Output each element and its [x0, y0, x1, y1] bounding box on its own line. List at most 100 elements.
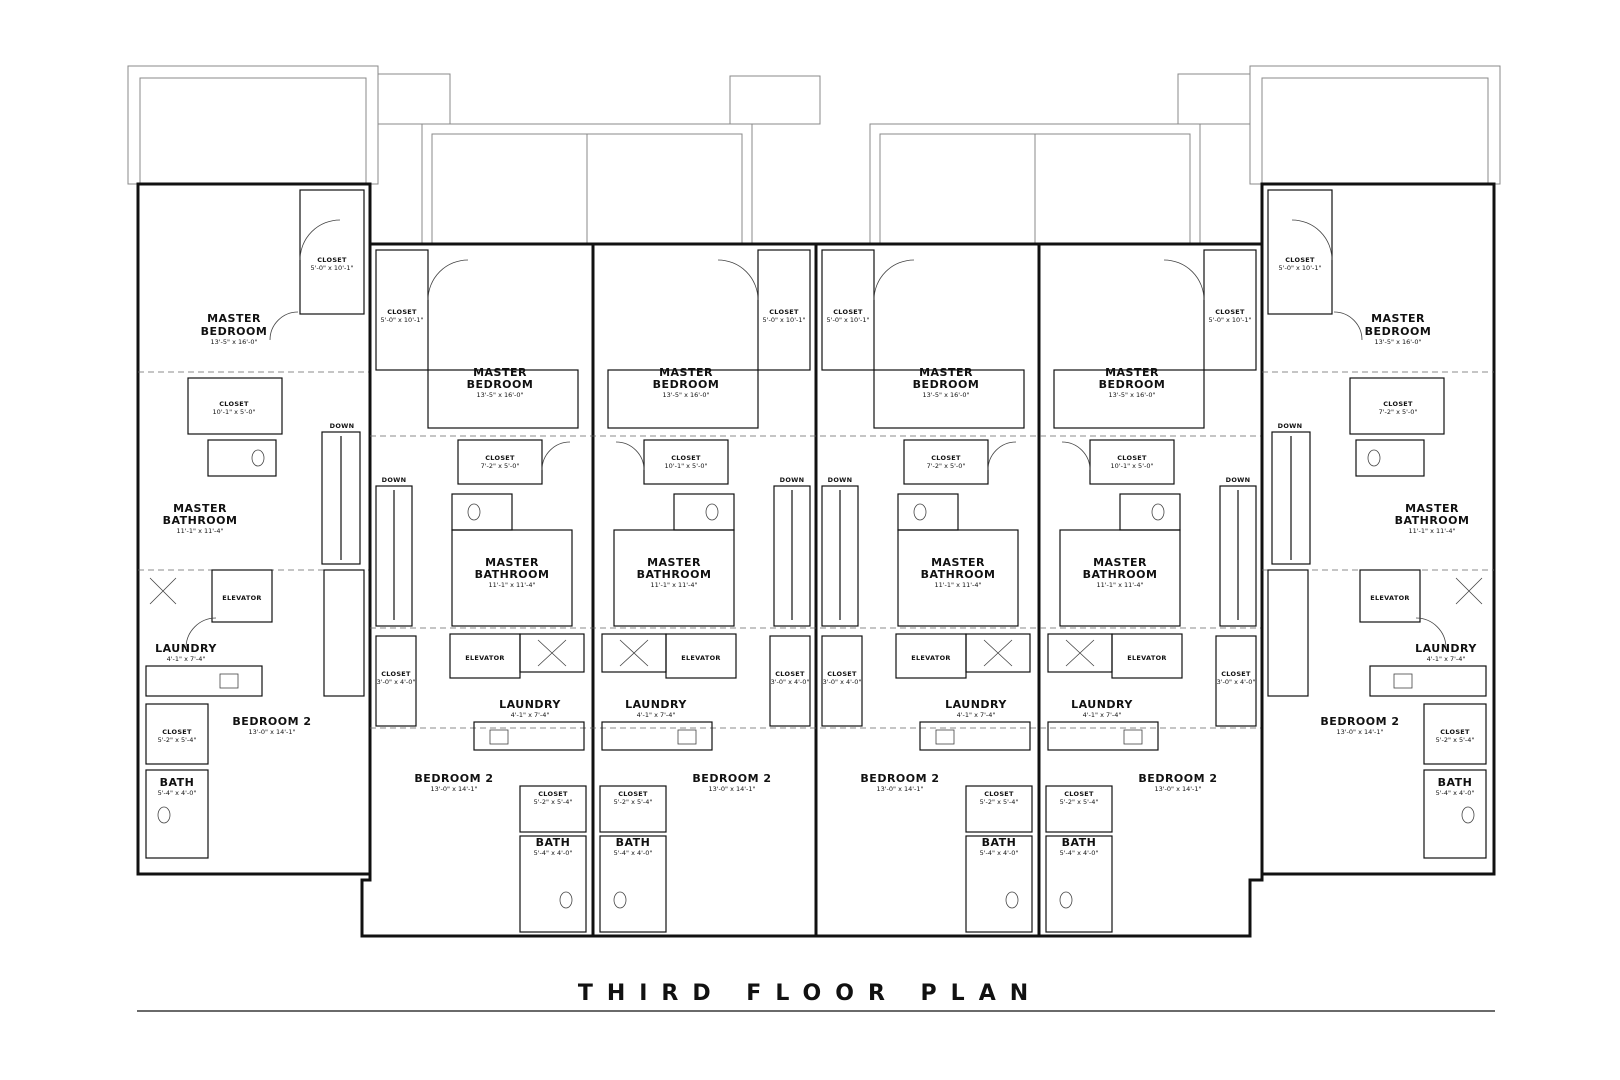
- toilet-icon: [559, 891, 573, 909]
- stair-label: DOWN: [1226, 476, 1251, 484]
- toilet-room: [1355, 439, 1425, 477]
- room-label: BEDROOM: [467, 378, 534, 391]
- roof-ledge: [1177, 73, 1251, 125]
- balcony-railing: [139, 77, 367, 185]
- toilet-icon: [1151, 503, 1165, 521]
- room-dimension: 4'-1" x 7'-4": [957, 711, 996, 719]
- door-swing: [1415, 617, 1447, 649]
- room-label: MASTER: [473, 366, 527, 379]
- shower-icon: [149, 577, 177, 605]
- closet-label: CLOSET: [618, 790, 648, 798]
- room-label: BATH: [1438, 776, 1473, 789]
- room-label: MASTER: [931, 556, 985, 569]
- door-swing: [299, 219, 341, 261]
- shower-icon: [1065, 639, 1095, 667]
- closet-label: CLOSET: [1383, 400, 1413, 408]
- room-label: BATH: [536, 836, 571, 849]
- door-swing: [1163, 259, 1205, 301]
- closet-dimension: 5'-2" x 5'-4": [158, 736, 197, 744]
- room-label: BEDROOM 2: [1320, 715, 1399, 728]
- stair: [375, 485, 413, 627]
- closet-label: CLOSET: [769, 308, 799, 316]
- closet-walls: [643, 439, 729, 485]
- room-label: BEDROOM: [913, 378, 980, 391]
- end-unit-right: MASTER BEDROOM 13'-5" x 16'-0" CLOSET 5'…: [1249, 65, 1501, 876]
- closet-dimension: 3'-0" x 4'-0": [823, 678, 862, 686]
- closet-dimension: 10'-1" x 5'-0": [665, 462, 708, 470]
- room-dimension: 11'-1" x 11'-4": [1408, 527, 1455, 535]
- room-label: BEDROOM 2: [1138, 772, 1217, 785]
- room-label: MASTER: [919, 366, 973, 379]
- room-dimension: 11'-1" x 11'-4": [488, 581, 535, 589]
- stair: [1271, 431, 1311, 565]
- closet-dimension: 3'-0" x 4'-0": [771, 678, 810, 686]
- shower: [519, 633, 585, 673]
- room-label: BATHROOM: [637, 568, 712, 581]
- stair-label: DOWN: [1278, 422, 1303, 430]
- door-swing: [269, 311, 299, 341]
- balcony-outline: [1249, 65, 1501, 185]
- shower-icon: [983, 639, 1013, 667]
- elevator-label: ELEVATOR: [1370, 594, 1410, 602]
- closet-walls: [1089, 439, 1175, 485]
- closet-dimension: 5'-0" x 10'-1": [1279, 264, 1322, 272]
- room-label: BEDROOM 2: [860, 772, 939, 785]
- closet-label: CLOSET: [387, 308, 417, 316]
- room-label: MASTER: [485, 556, 539, 569]
- room-label: BATH: [1062, 836, 1097, 849]
- room-dimension: 4'-1" x 7'-4": [167, 655, 206, 663]
- closet-walls: [299, 189, 365, 315]
- bath-walls: [965, 835, 1033, 933]
- stair: [1219, 485, 1257, 627]
- room-label: BEDROOM 2: [692, 772, 771, 785]
- toilet-room: [451, 493, 513, 531]
- closet-label: CLOSET: [833, 308, 863, 316]
- bath-walls: [145, 769, 209, 859]
- room-dimension: 13'-0" x 14'-1": [430, 785, 477, 793]
- closet-walls: [519, 785, 587, 833]
- toilet-icon: [1367, 449, 1381, 467]
- end-unit-left: MASTER BEDROOM 13'-5" x 16'-0" CLOSET 5'…: [127, 65, 451, 876]
- door-swing: [717, 259, 759, 301]
- balcony-railing: [1261, 77, 1489, 185]
- closet-dimension: 3'-0" x 4'-0": [377, 678, 416, 686]
- room-label: MASTER: [1105, 366, 1159, 379]
- closet-walls: [821, 635, 863, 727]
- center-block: [360, 73, 1264, 938]
- sink-icon: [935, 729, 955, 745]
- closet-dimension: 5'-2" x 5'-4": [614, 798, 653, 806]
- room-dimension: 5'-4" x 4'-0": [158, 789, 197, 797]
- room-dimension: 5'-4" x 4'-0": [1436, 789, 1475, 797]
- room-label: BATH: [982, 836, 1017, 849]
- stair-label: DOWN: [780, 476, 805, 484]
- room-label: BEDROOM: [1099, 378, 1166, 391]
- room-label: MASTER: [1093, 556, 1147, 569]
- toilet-icon: [1005, 891, 1019, 909]
- door-swing: [987, 441, 1017, 471]
- closet-walls: [145, 703, 209, 765]
- room-dimension: 13'-5" x 16'-0": [662, 391, 709, 399]
- exterior-wall: [1260, 182, 1496, 876]
- bath-walls: [1059, 529, 1181, 627]
- door-swing: [1333, 311, 1363, 341]
- closet-label: CLOSET: [538, 790, 568, 798]
- sink-icon: [677, 729, 697, 745]
- bath-walls: [897, 529, 1019, 627]
- door-swing: [873, 259, 915, 301]
- closet-walls: [1045, 785, 1113, 833]
- toilet-room: [207, 439, 277, 477]
- closet-dimension: 5'-0" x 10'-1": [1209, 316, 1252, 324]
- closet-dimension: 5'-0" x 10'-1": [827, 316, 870, 324]
- toilet-icon: [913, 503, 927, 521]
- bedroom-wall: [427, 369, 579, 429]
- laundry-counter: [145, 665, 263, 697]
- closet-label: CLOSET: [931, 454, 961, 462]
- closet-dimension: 7'-2" x 5'-0": [927, 462, 966, 470]
- toilet-room: [897, 493, 959, 531]
- room-label: BATHROOM: [1395, 514, 1470, 527]
- room-label: LAUNDRY: [155, 642, 217, 655]
- closet-label: CLOSET: [1215, 308, 1245, 316]
- room-label: BATHROOM: [1083, 568, 1158, 581]
